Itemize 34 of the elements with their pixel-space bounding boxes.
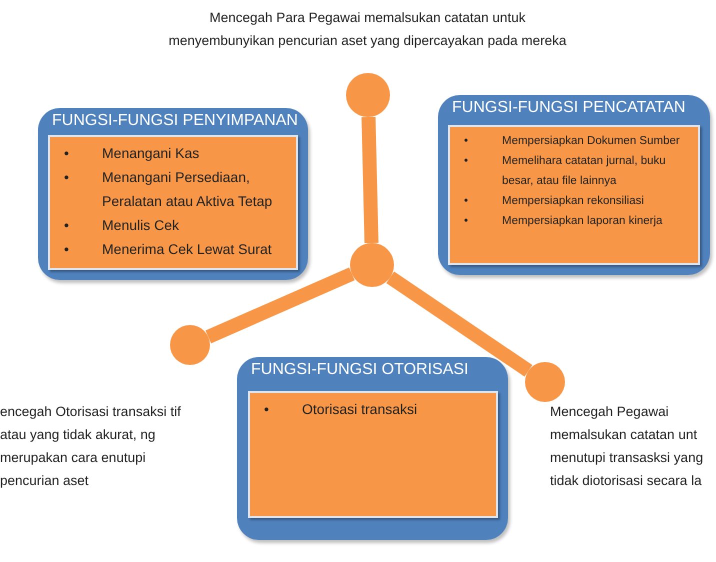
panel-heading: FUNGSI-FUNGSI PENYIMPANAN xyxy=(52,112,298,130)
list-item-text: Mempersiapkan laporan kinerja xyxy=(502,215,662,227)
panel-heading: FUNGSI-FUNGSI PENCATATAN xyxy=(452,99,686,117)
list-item-text: Memelihara catatan jurnal, buku besar, atau file lainnya xyxy=(502,155,666,187)
bullet-mark: • xyxy=(464,154,470,169)
connector-line xyxy=(362,116,378,244)
caption-text: Mencegah Pegawai memalsukan catatan unt menutupi transasksi yang tidak diotorisasi secara la xyxy=(550,403,704,490)
list-item-text: Menerima Cek Lewat Surat xyxy=(102,241,272,257)
endpoint-circle xyxy=(170,325,210,365)
bullet-mark: • xyxy=(264,400,270,419)
function-panel xyxy=(438,95,710,275)
list-item-text: Mempersiapkan Dokumen Sumber xyxy=(502,135,680,147)
endpoint-circle xyxy=(346,73,390,117)
bullet-mark: • xyxy=(464,194,470,209)
bullet-mark: • xyxy=(464,134,470,149)
connector-line xyxy=(206,267,355,344)
hub-circle xyxy=(350,243,394,287)
bullet-mark: • xyxy=(64,216,70,235)
connector-line xyxy=(386,272,532,377)
list-item-text: Menulis Cek xyxy=(102,217,180,233)
list-item-text: Menangani Persediaan, Peralatan atau Aktiva Tetap xyxy=(102,169,272,209)
list-item-text: Menangani Kas xyxy=(102,145,200,161)
list-item-text: Otorisasi transaksi xyxy=(302,401,418,417)
caption-text: Mencegah Para Pegawai memalsukan catatan untuk menyembunyikan pencurian aset yang dipercayakan pada mereka xyxy=(168,9,568,50)
bullet-mark: • xyxy=(64,168,70,187)
list-item-text: Mempersiapkan rekonsiliasi xyxy=(502,195,644,207)
endpoint-circle xyxy=(525,362,565,402)
function-panel xyxy=(38,108,308,280)
bullet-mark: • xyxy=(64,144,70,163)
caption-text: encegah Otorisasi transaksi tif atau yang tidak akurat, ng merupakan cara enutupi pencurian aset xyxy=(0,403,182,490)
bullet-mark: • xyxy=(464,214,470,229)
function-panel xyxy=(237,357,508,540)
panel-heading: FUNGSI-FUNGSI OTORISASI xyxy=(251,361,468,379)
bullet-mark: • xyxy=(64,240,70,259)
